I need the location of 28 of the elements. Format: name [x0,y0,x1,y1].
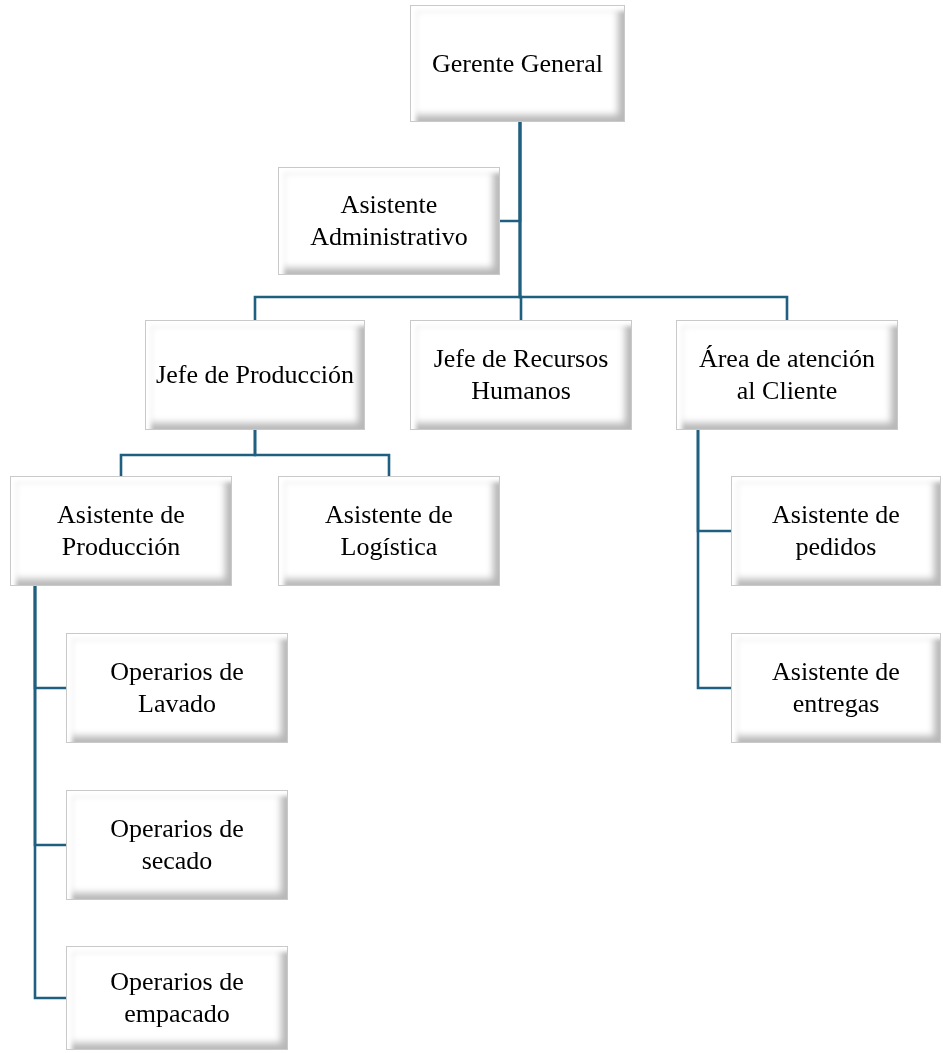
position-label: Asistente de Logística [324,499,454,563]
position-label: Jefe de Producción [156,359,354,391]
connector-line [253,430,391,476]
org-box [278,476,500,586]
position-label: Asistente de pedidos [771,499,901,563]
org-box [66,946,288,1050]
connector-line [696,430,731,690]
position-label: Asistente Administrativo [309,189,469,253]
org-box [676,320,898,430]
org-box [410,5,625,122]
position-label: Asistente de Producción [56,499,186,563]
position-label: Gerente General [431,47,604,80]
position-label: Operarios de empacado [109,966,245,1030]
org-box [66,790,288,900]
position-label: Área de atención al Cliente [697,343,877,407]
position-label: Jefe de Recursos Humanos [432,343,610,407]
connector-line [33,586,66,1000]
org-box [10,476,232,586]
org-box [278,167,500,275]
org-box [731,476,941,586]
org-box [731,633,941,743]
connector-line [518,122,789,320]
position-label: Asistente de entregas [771,656,901,720]
position-label: Operarios de secado [109,813,245,877]
org-box [66,633,288,743]
position-label: Operarios de Lavado [109,656,245,720]
org-box [145,320,365,430]
org-box [410,320,632,430]
